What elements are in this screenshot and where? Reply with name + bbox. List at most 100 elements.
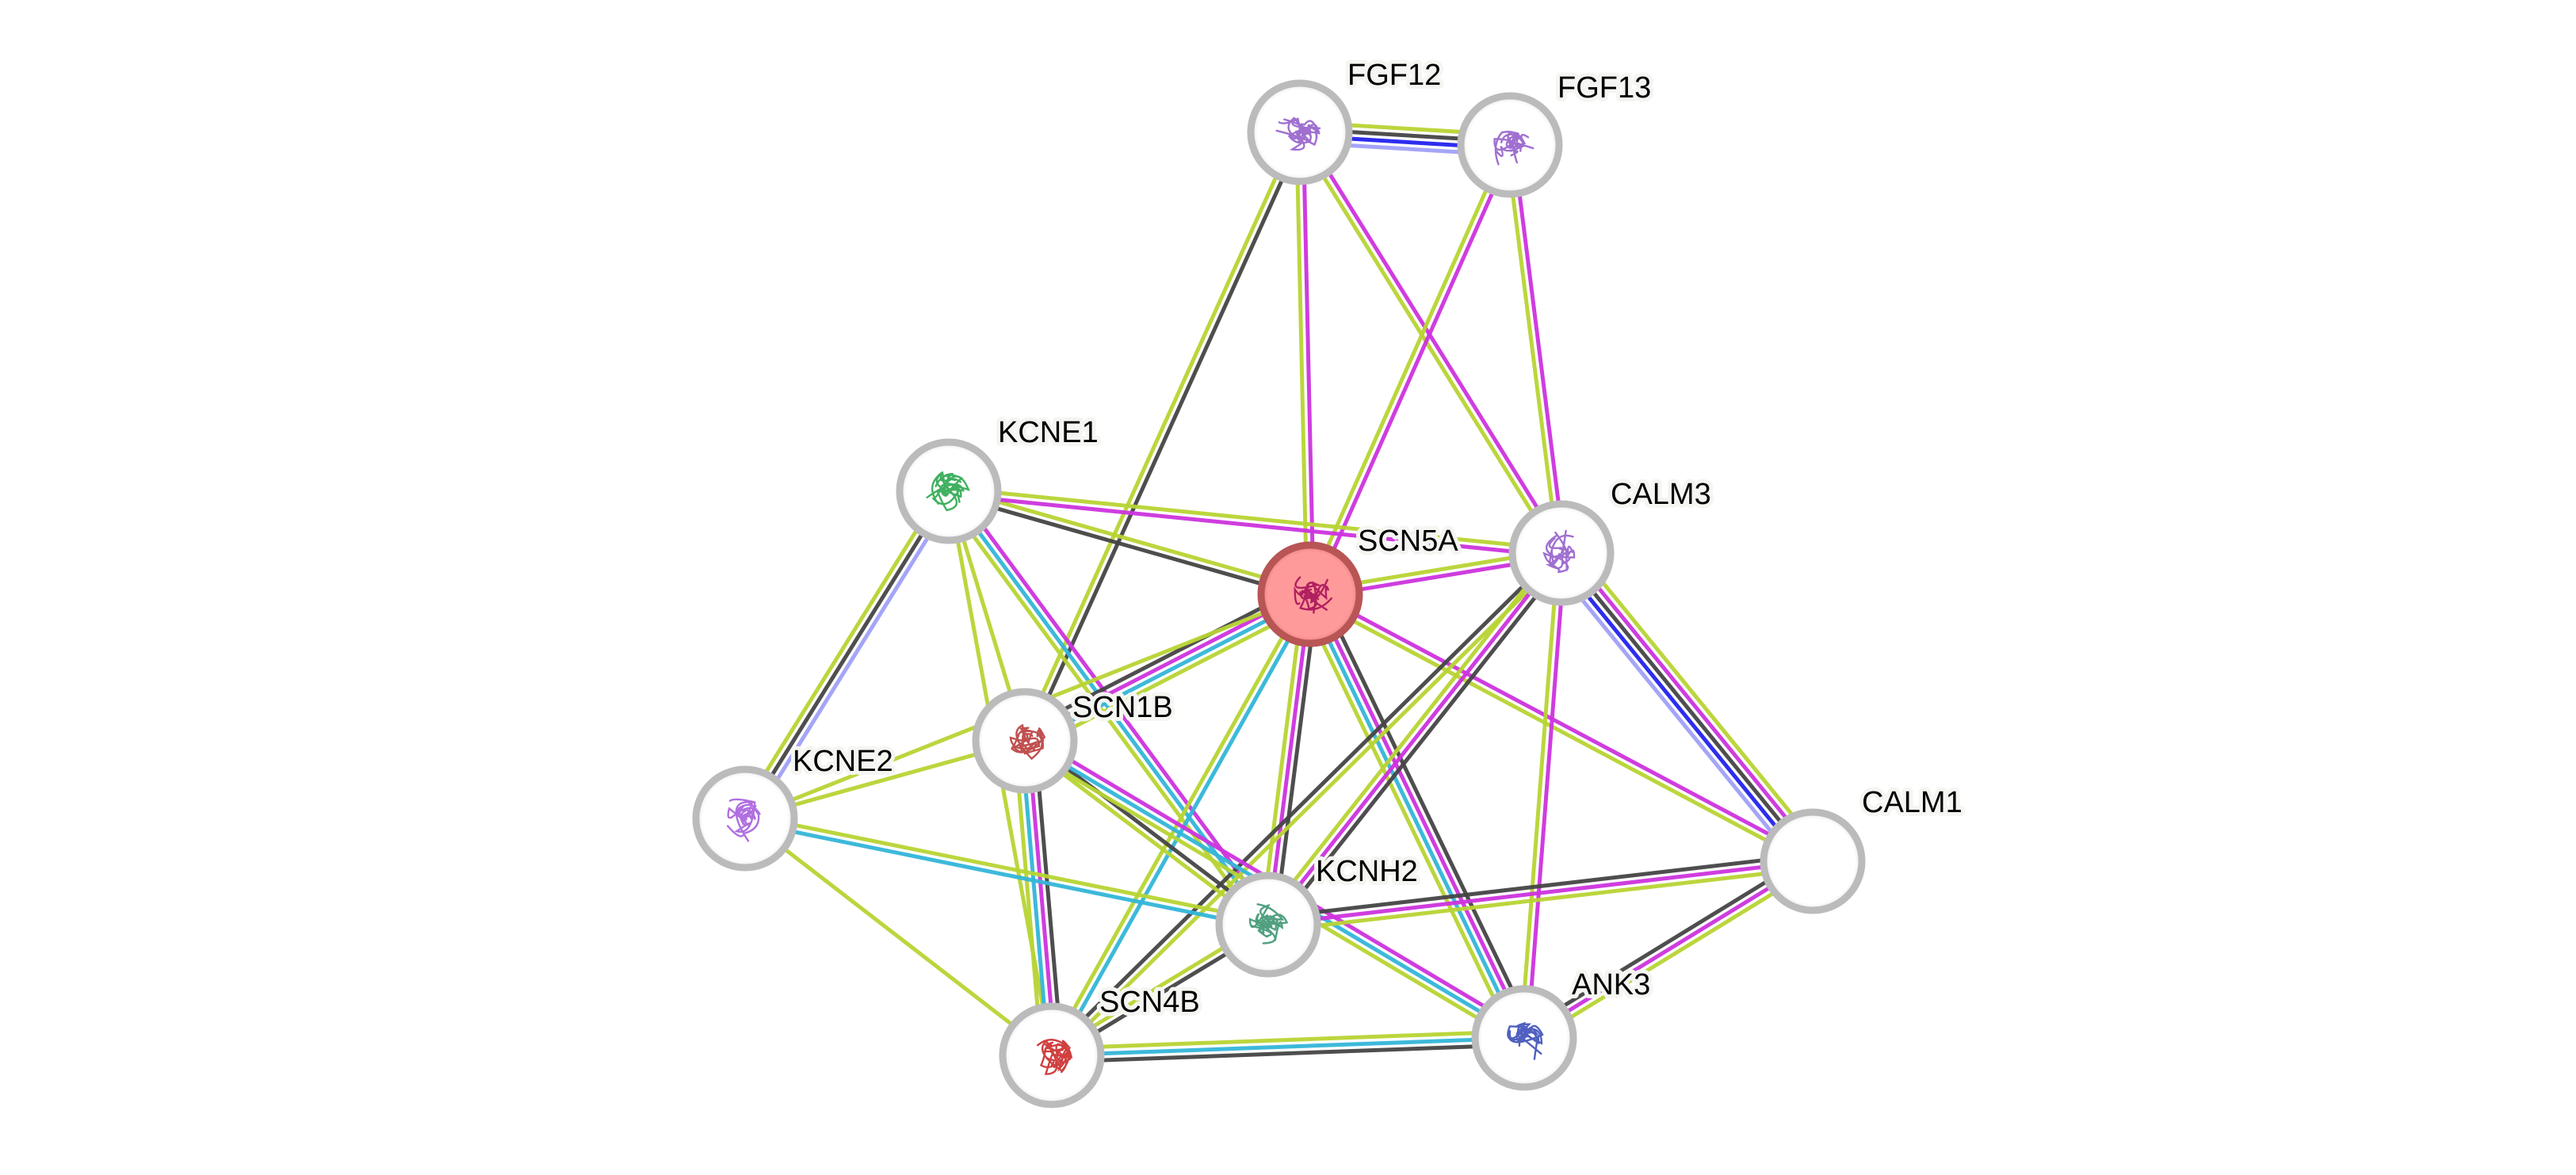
- edge-calm3-scn4b[interactable]: [1048, 549, 1565, 1059]
- edge-evidence-experiments: [1301, 132, 1316, 594]
- node-fgf12[interactable]: FGF12: [1247, 55, 1445, 185]
- node-label: KCNE1: [998, 416, 1099, 449]
- edge-fgf13-calm3[interactable]: [1504, 144, 1567, 554]
- edge-evidence-coexpression: [1048, 549, 1561, 1055]
- edge-evidence-experiments: [1565, 547, 1820, 859]
- edge-evidence-textmining: [1295, 132, 1561, 556]
- edge-ank3-calm1[interactable]: [1519, 853, 1817, 1046]
- edge-kcne1-kcne2[interactable]: [737, 486, 957, 823]
- edge-evidence-coexpression: [1033, 739, 1064, 1055]
- node-kcnh2[interactable]: KCNH2: [1215, 851, 1422, 978]
- node-label: FGF12: [1347, 59, 1441, 92]
- edge-evidence-textmining: [1261, 547, 1558, 922]
- edge-scn5a-ank3[interactable]: [1299, 589, 1535, 1043]
- node-scn1b[interactable]: SCN1B: [972, 687, 1177, 794]
- edge-evidence-experiments: [1267, 551, 1563, 926]
- node-label: ANK3: [1572, 968, 1650, 1001]
- edge-evidence-textmining: [1527, 865, 1817, 1046]
- node-label: KCNE2: [793, 745, 893, 778]
- edge-fgf12-scn5a[interactable]: [1294, 132, 1316, 595]
- protein-structure-icon: [1248, 903, 1289, 944]
- edge-evidence-experiments: [1267, 859, 1814, 927]
- edge-evidence-textmining: [1051, 1029, 1524, 1051]
- protein-structure-icon: [1507, 1021, 1544, 1060]
- protein-structure-icon: [1037, 1039, 1073, 1075]
- edge-evidence-databases: [1025, 595, 1313, 746]
- edge-fgf13-scn5a[interactable]: [1305, 143, 1515, 597]
- edge-evidence-textmining: [1504, 145, 1561, 554]
- edge-evidence-experiments: [1026, 740, 1057, 1055]
- edge-evidence-coexpression: [947, 492, 1310, 600]
- node-label: KCNH2: [1316, 855, 1418, 888]
- edge-evidence-textmining: [745, 813, 1270, 924]
- edges-layer: [737, 120, 1825, 1064]
- edge-evidence-coexpression: [1052, 1042, 1525, 1064]
- edge-evidence-coexpression: [743, 490, 951, 820]
- protein-structure-icon: [1294, 576, 1332, 614]
- edge-evidence-databases: [1019, 741, 1051, 1056]
- protein-structure-icon: [1009, 723, 1046, 761]
- edge-kcne1-calm3[interactable]: [948, 486, 1562, 559]
- edge-evidence-coexpression: [1272, 594, 1319, 926]
- edge-scn1b-scn4b[interactable]: [1012, 739, 1064, 1057]
- edge-kcnh2-calm1[interactable]: [1267, 853, 1814, 933]
- edge-kcne2-kcnh2[interactable]: [743, 813, 1270, 930]
- edge-evidence-experiments: [1266, 593, 1313, 925]
- node-kcne1[interactable]: KCNE1: [896, 412, 1103, 544]
- edge-evidence-textmining: [949, 486, 1312, 593]
- edge-evidence-coexpression: [1317, 589, 1535, 1035]
- edge-evidence-textmining: [949, 486, 1562, 552]
- edge-evidence-textmining: [1570, 543, 1825, 854]
- edge-evidence-experiments: [1523, 859, 1814, 1040]
- node-calm3[interactable]: CALM3: [1508, 474, 1715, 606]
- node-label: CALM3: [1611, 478, 1711, 511]
- edge-evidence-gene_fusion: [1554, 555, 1810, 867]
- edge-evidence-experiments: [1310, 589, 1816, 860]
- edge-scn5a-kcnh2[interactable]: [1259, 593, 1319, 926]
- edge-scn4b-ank3[interactable]: [1051, 1029, 1525, 1064]
- edge-evidence-textmining: [1259, 593, 1306, 925]
- protein-structure-icon: [727, 798, 762, 842]
- node-fgf13[interactable]: FGF13: [1457, 67, 1655, 198]
- node-calm1[interactable]: CALM1: [1760, 782, 1966, 914]
- edge-evidence-databases: [743, 819, 1268, 930]
- edge-kcne1-scn5a[interactable]: [947, 486, 1312, 600]
- edge-kcne2-scn4b[interactable]: [743, 817, 1053, 1057]
- edge-calm3-ank3[interactable]: [1519, 552, 1567, 1039]
- edge-scn5a-calm1[interactable]: [1307, 589, 1816, 866]
- edge-evidence-textmining: [1028, 601, 1316, 752]
- edge-evidence-homology: [749, 494, 957, 823]
- edge-evidence-coexpression: [1267, 853, 1813, 921]
- edge-evidence-textmining: [1053, 554, 1565, 1059]
- node-circle[interactable]: [1760, 808, 1866, 914]
- protein-structure-icon: [1542, 529, 1576, 574]
- edge-evidence-homology: [1549, 560, 1804, 872]
- edge-evidence-textmining: [1268, 865, 1814, 933]
- protein-structure-icon: [1493, 131, 1535, 166]
- edge-evidence-textmining: [737, 486, 945, 816]
- edge-fgf12-calm3[interactable]: [1295, 129, 1566, 556]
- edge-evidence-textmining: [1307, 595, 1813, 866]
- node-ank3[interactable]: ANK3: [1471, 964, 1654, 1091]
- node-label: SCN5A: [1358, 525, 1458, 558]
- edge-calm3-calm1[interactable]: [1549, 543, 1825, 872]
- edge-evidence-experiments: [1311, 592, 1530, 1038]
- node-label: FGF13: [1557, 71, 1651, 105]
- node-scn5a[interactable]: SCN5A: [1257, 521, 1462, 647]
- edge-evidence-textmining: [1294, 132, 1309, 595]
- edge-evidence-coexpression: [1519, 853, 1810, 1034]
- node-kcne2[interactable]: KCNE2: [692, 741, 897, 872]
- edge-evidence-coexpression: [1026, 132, 1305, 743]
- node-scn4b[interactable]: SCN4B: [999, 982, 1204, 1108]
- edge-evidence-textmining: [1012, 741, 1044, 1057]
- edge-evidence-experiments: [1301, 129, 1566, 553]
- edge-calm3-kcnh2[interactable]: [1261, 547, 1569, 930]
- edge-evidence-experiments: [1311, 145, 1515, 597]
- edge-evidence-textmining: [1299, 597, 1517, 1043]
- node-label: SCN1B: [1072, 691, 1173, 724]
- edge-evidence-coexpression: [1560, 551, 1814, 863]
- edge-evidence-experiments: [948, 492, 1561, 559]
- edge-evidence-textmining: [743, 817, 1053, 1057]
- edge-evidence-databases: [1051, 1036, 1525, 1058]
